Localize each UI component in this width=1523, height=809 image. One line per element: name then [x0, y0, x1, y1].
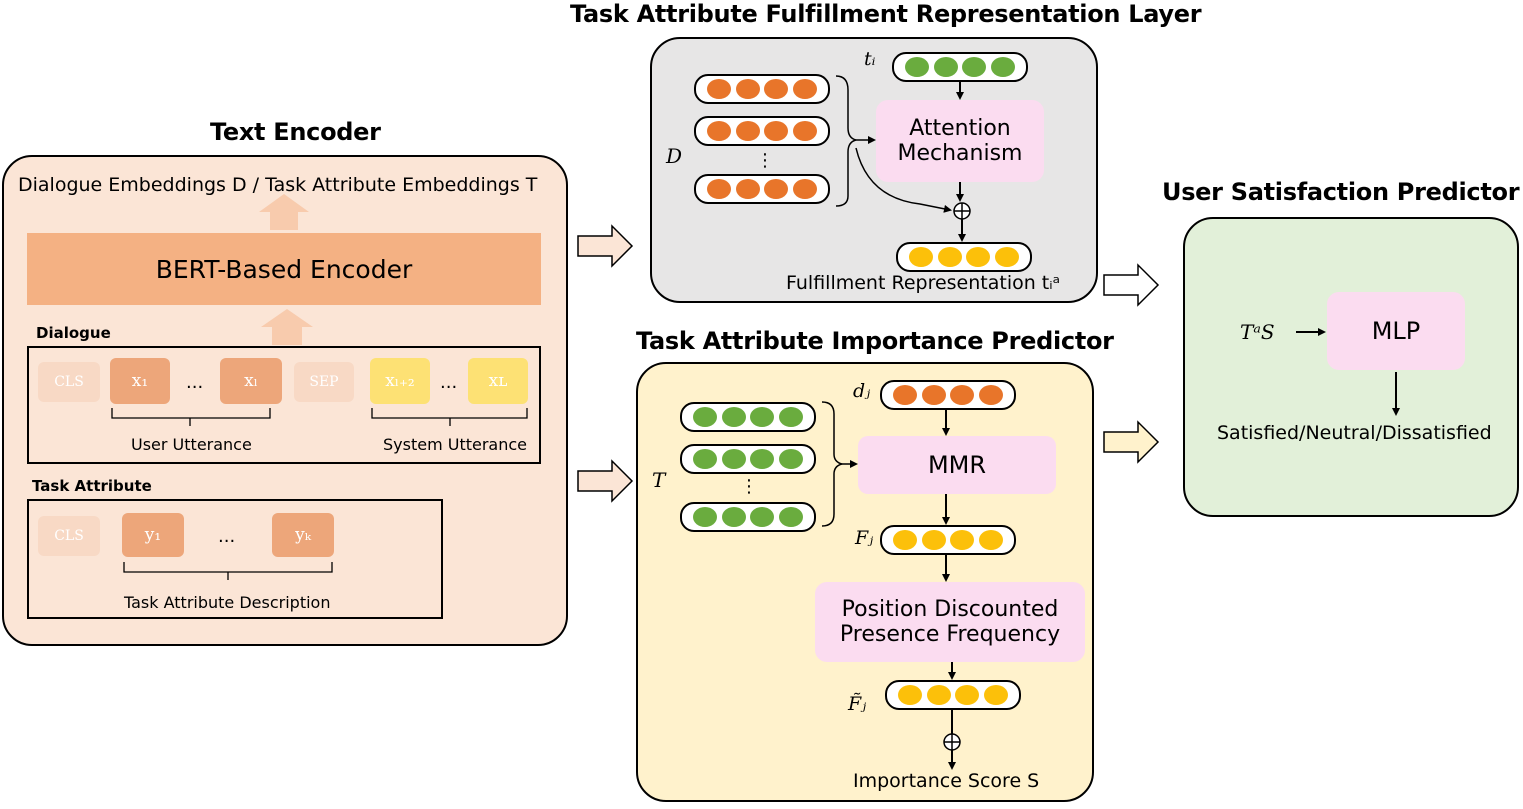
fulfillment-output-label: Fulfillment Representation tᵢᵃ	[786, 272, 1061, 294]
t-label: T	[652, 468, 666, 492]
bert-encoder-block: BERT-Based Encoder	[27, 233, 541, 305]
dialogue-ellipsis-1: ...	[186, 372, 204, 393]
dialogue-box	[27, 346, 541, 464]
arrow-encoder-to-fulfillment	[577, 224, 634, 268]
fulfillment-sum-icon	[953, 202, 971, 220]
attention-label-1: Attention	[909, 116, 1011, 141]
fulfillment-title: Task Attribute Fulfillment Representatio…	[570, 0, 1202, 28]
dj-label: dⱼ	[853, 380, 871, 402]
dialogue-xL-token: xʟ	[468, 358, 528, 404]
user-utterance-label: User Utterance	[131, 435, 252, 454]
system-utterance-label: System Utterance	[383, 435, 528, 454]
ti-label: tᵢ	[864, 48, 876, 70]
d-vector-2	[694, 116, 830, 146]
task-cls-token: CLS	[38, 516, 100, 556]
t-vdots: ⋮	[740, 476, 758, 497]
task-ellipsis: ...	[218, 526, 236, 547]
up-arrow-top	[259, 194, 309, 230]
d-vdots: ⋮	[756, 150, 774, 171]
residual-curve	[855, 147, 952, 213]
fj-tilde-vector	[885, 680, 1021, 710]
mmr-box: MMR	[858, 436, 1056, 494]
text-encoder-title: Text Encoder	[210, 118, 381, 146]
mmr-label: MMR	[927, 451, 987, 479]
d-brace	[835, 75, 857, 207]
mlp-label: MLP	[1371, 317, 1421, 345]
pdpf-label-1: Position Discounted	[841, 597, 1059, 622]
task-description-label: Task Attribute Description	[124, 593, 331, 612]
satisfaction-output-label: Satisfied/Neutral/Dissatisfied	[1217, 422, 1492, 444]
arrow-fulfillment-to-satisfaction	[1103, 263, 1160, 307]
t-vector-3	[680, 502, 816, 532]
fulfillment-output-vector	[896, 242, 1032, 272]
d-label: D	[666, 144, 683, 168]
up-arrow-bottom	[261, 309, 313, 345]
dj-vector	[880, 380, 1016, 410]
importance-title: Task Attribute Importance Predictor	[636, 327, 1114, 355]
t-vector-2	[680, 444, 816, 474]
dialogue-ellipsis-2: ...	[440, 372, 458, 393]
satisfaction-input-label: TᵃS	[1240, 320, 1275, 344]
embeddings-label: Dialogue Embeddings D / Task Attribute E…	[18, 174, 538, 196]
task-description-brace	[123, 562, 333, 580]
fj-tilde-label: F̃ⱼ	[848, 693, 867, 715]
fj-vector	[880, 525, 1016, 555]
attention-label-2: Mechanism	[897, 141, 1023, 166]
task-attribute-label: Task Attribute	[32, 477, 152, 495]
satisfaction-title: User Satisfaction Predictor	[1162, 178, 1520, 206]
d-vector-1	[694, 74, 830, 104]
d-vector-3	[694, 174, 830, 204]
dialogue-label: Dialogue	[36, 324, 111, 342]
dialogue-xl-token: xₗ	[220, 358, 282, 404]
arrow-importance-to-satisfaction	[1103, 420, 1160, 464]
mlp-box: MLP	[1327, 292, 1465, 370]
pdpf-box: Position Discounted Presence Frequency	[815, 582, 1085, 662]
task-attribute-box	[27, 499, 443, 619]
t-brace	[821, 401, 843, 527]
dialogue-xl2-token: xₗ₊₂	[370, 358, 430, 404]
importance-output-label: Importance Score S	[853, 770, 1040, 792]
dialogue-sep-token: SEP	[294, 362, 354, 402]
t-vector-1	[680, 402, 816, 432]
task-yK-token: yₖ	[272, 513, 334, 557]
importance-sum-icon	[943, 733, 961, 751]
dialogue-cls-token: CLS	[38, 362, 100, 402]
bert-encoder-label: BERT-Based Encoder	[155, 254, 413, 284]
arrow-encoder-to-importance	[577, 459, 634, 503]
task-y1-token: y₁	[122, 513, 184, 557]
fj-label: Fⱼ	[855, 527, 874, 549]
dialogue-x1-token: x₁	[110, 358, 170, 404]
ti-vector	[892, 52, 1028, 82]
system-utterance-brace	[371, 408, 528, 426]
attention-box: Attention Mechanism	[876, 100, 1044, 182]
pdpf-label-2: Presence Frequency	[839, 622, 1061, 647]
user-utterance-brace	[111, 408, 271, 426]
